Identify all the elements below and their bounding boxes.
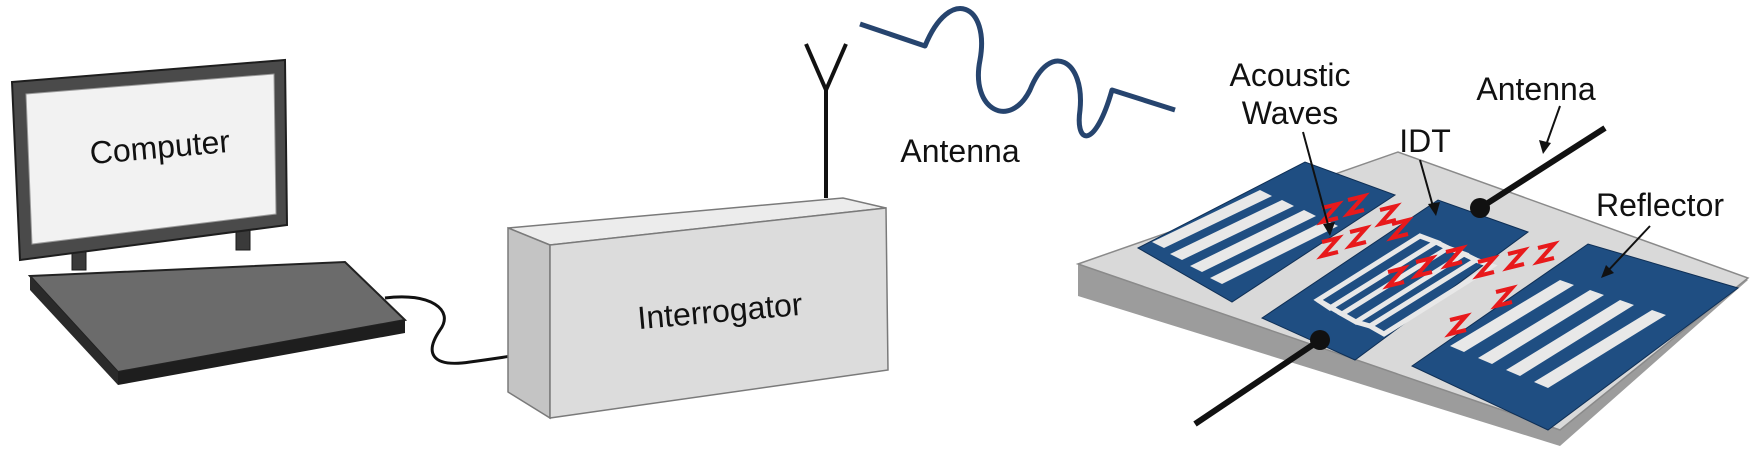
acoustic-wave bbox=[1316, 200, 1344, 226]
acoustic-waves-pointer bbox=[1302, 131, 1335, 236]
acoustic-wave bbox=[1342, 192, 1370, 218]
laptop-base-left-side bbox=[30, 276, 118, 385]
acoustic-wave bbox=[1490, 284, 1518, 310]
acoustic-waves-label-line1: Acoustic bbox=[1230, 57, 1351, 93]
interrogator-front bbox=[549, 207, 889, 419]
antenna-label-left: Antenna bbox=[900, 133, 1019, 169]
reflector-right-fingers bbox=[1450, 280, 1666, 388]
acoustic-wave bbox=[1410, 254, 1438, 280]
sensor-antenna-top-node bbox=[1470, 198, 1490, 218]
sensor-antenna-bottom bbox=[1193, 337, 1322, 427]
acoustic-wave bbox=[1316, 234, 1344, 260]
interrogator-left-side bbox=[507, 226, 551, 420]
acoustic-wave bbox=[1374, 202, 1402, 228]
saw-sensor bbox=[1075, 125, 1750, 446]
laptop-base-front-side bbox=[118, 320, 405, 385]
sensor-antenna-bottom-node bbox=[1310, 330, 1330, 350]
acoustic-wave bbox=[1444, 312, 1472, 338]
reflector-label: Reflector bbox=[1596, 187, 1724, 223]
antenna-prong-right bbox=[824, 43, 848, 91]
sensor-antenna-top bbox=[1478, 125, 1607, 211]
acoustic-waves-label-line2: Waves bbox=[1242, 95, 1339, 131]
acoustic-wave bbox=[1472, 254, 1500, 280]
idt-finger-links bbox=[1316, 239, 1478, 329]
antenna-prong-left bbox=[804, 43, 828, 91]
acoustic-wave bbox=[1502, 246, 1530, 272]
acoustic-wave bbox=[1344, 224, 1372, 250]
acoustic-wave bbox=[1386, 216, 1414, 242]
antenna-right-pointer bbox=[1539, 105, 1561, 154]
laptop-screen bbox=[25, 73, 277, 245]
laptop-computer: Computer bbox=[10, 58, 408, 385]
interrogator-box: Interrogator bbox=[507, 197, 889, 420]
acoustic-wave bbox=[1532, 240, 1560, 266]
reflector-pointer bbox=[1601, 225, 1651, 278]
acoustic-wave bbox=[1440, 244, 1468, 270]
acoustic-waves bbox=[1316, 192, 1560, 338]
acoustic-wave bbox=[1382, 264, 1410, 290]
idt-pointer bbox=[1419, 159, 1440, 216]
laptop-cable bbox=[384, 295, 521, 365]
reflector-left-fingers bbox=[1152, 190, 1338, 284]
wireless-signal-wave bbox=[859, 6, 1176, 139]
interrogator-antenna bbox=[804, 43, 848, 198]
antenna-label-right: Antenna bbox=[1476, 71, 1595, 107]
idt-label: IDT bbox=[1399, 123, 1451, 159]
